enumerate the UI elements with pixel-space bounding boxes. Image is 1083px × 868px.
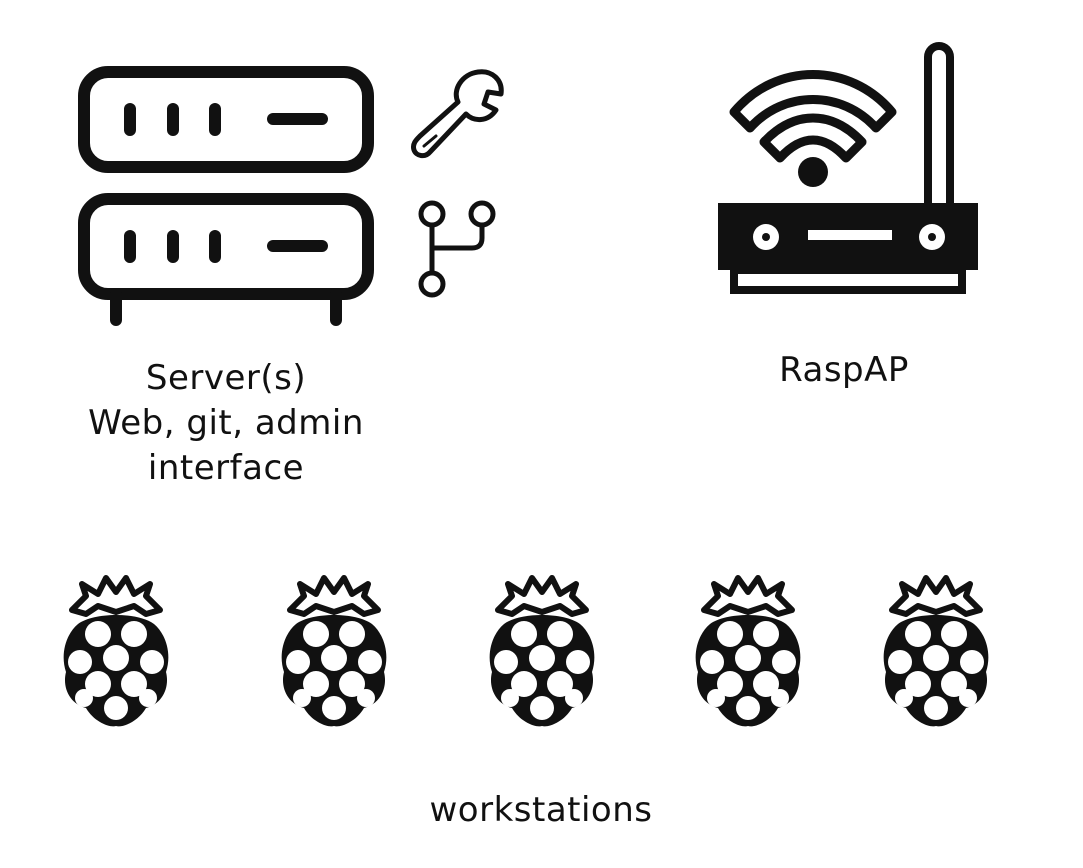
- server-label-line1: Server(s): [145, 358, 307, 398]
- server-label-line2: Web, git, admin: [88, 403, 364, 443]
- raspberry-pi-icon: [878, 576, 994, 730]
- raspberry-pi-icon: [484, 576, 600, 730]
- raspberry-pi-icon: [276, 576, 392, 730]
- router-label: RaspAP: [779, 350, 909, 390]
- raspberry-pi-icon: [58, 576, 174, 730]
- server-label-line3: interface: [147, 448, 305, 488]
- wrench-icon: [411, 69, 504, 159]
- workstations-label: workstations: [429, 790, 653, 830]
- git-branch-icon: [418, 200, 496, 298]
- server-label: Server(s) Web, git, admin interface: [76, 356, 376, 491]
- wifi-router-icon: [718, 42, 978, 294]
- raspberry-pi-icon: [690, 576, 806, 730]
- server-rack-icon: [78, 66, 374, 326]
